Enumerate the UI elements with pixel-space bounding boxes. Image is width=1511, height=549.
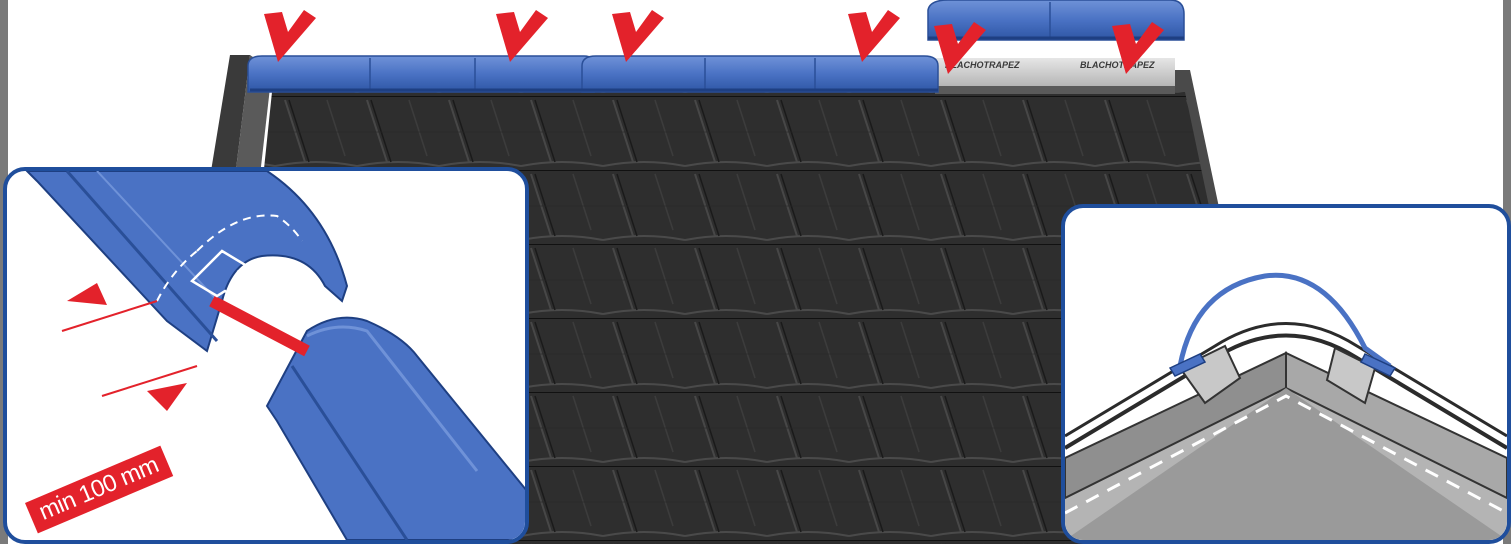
ridge-caps [248, 56, 938, 92]
brand-text-right: BLACHOTRAPEZ [1080, 60, 1155, 70]
ridge-section-inset [1061, 204, 1511, 544]
measure-marker-top [67, 283, 107, 305]
ridge-section-drawing [1065, 208, 1507, 540]
overlap-detail-inset: min 100 mm [3, 167, 529, 544]
ridge-roll-edge [935, 86, 1175, 94]
measure-marker-bottom [147, 383, 187, 411]
